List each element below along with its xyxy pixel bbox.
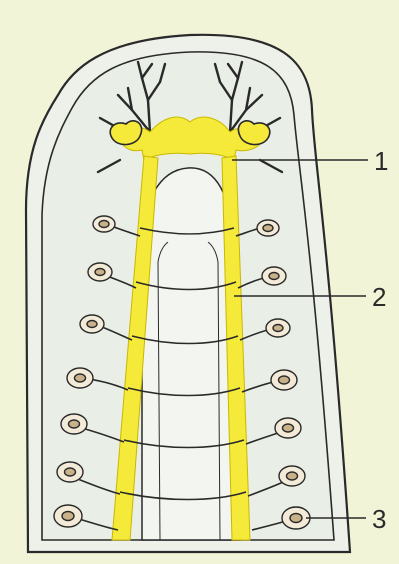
- label-3: 3: [372, 504, 386, 534]
- label-2: 2: [372, 282, 386, 312]
- ganglion-r2: [262, 267, 286, 285]
- ganglion-l6: [57, 462, 83, 482]
- ganglion-l2: [88, 263, 112, 281]
- ganglion-l4: [67, 368, 93, 388]
- ganglion-r4: [271, 370, 297, 390]
- ganglion-l3: [80, 315, 104, 333]
- ganglion-r7: [282, 507, 310, 529]
- ganglion-l7: [54, 505, 82, 527]
- ganglion-l1: [93, 216, 115, 232]
- ganglion-r1: [257, 220, 279, 236]
- ganglion-r5: [275, 418, 301, 438]
- label-1: 1: [374, 146, 388, 176]
- ganglion-l5: [61, 414, 87, 434]
- ganglion-r3: [266, 319, 290, 337]
- ganglion-r6: [279, 466, 305, 486]
